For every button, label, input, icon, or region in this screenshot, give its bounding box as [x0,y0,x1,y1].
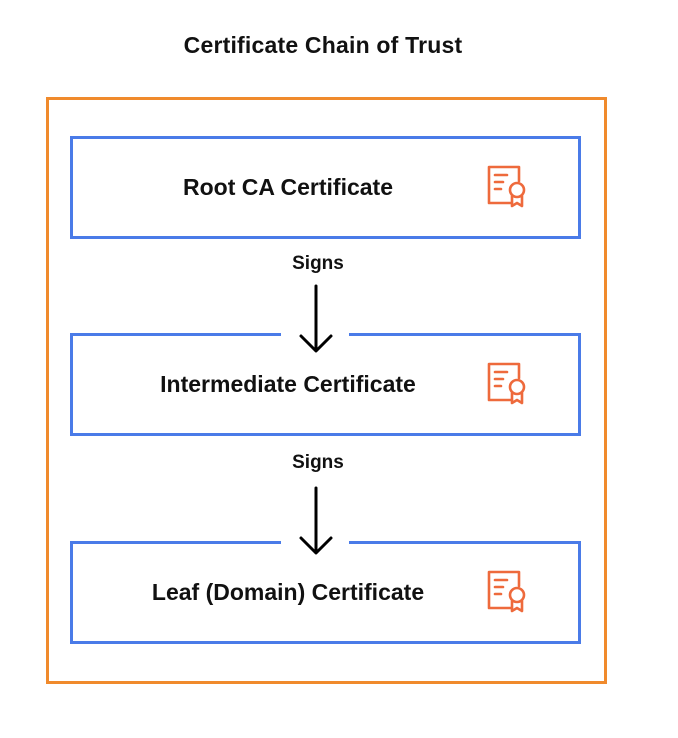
chain-container [46,97,607,684]
diagram-title: Certificate Chain of Trust [183,32,463,58]
leaf-domain-certificate-box: Leaf (Domain) Certificate [70,541,581,644]
certificate-icon [487,362,526,405]
signs-label: Signs [292,452,344,473]
certificate-icon [487,570,526,613]
certificate-icon [487,165,526,208]
root-ca-certificate-box: Root CA Certificate [70,136,581,239]
arrow-down-icon [299,486,333,555]
intermediate-certificate-box: Intermediate Certificate [70,333,581,436]
certificate-label: Intermediate Certificate [160,371,416,397]
certificate-label: Root CA Certificate [183,174,393,200]
signs-label: Signs [292,253,344,274]
certificate-label: Leaf (Domain) Certificate [151,579,425,605]
arrow-down-icon [299,284,333,353]
